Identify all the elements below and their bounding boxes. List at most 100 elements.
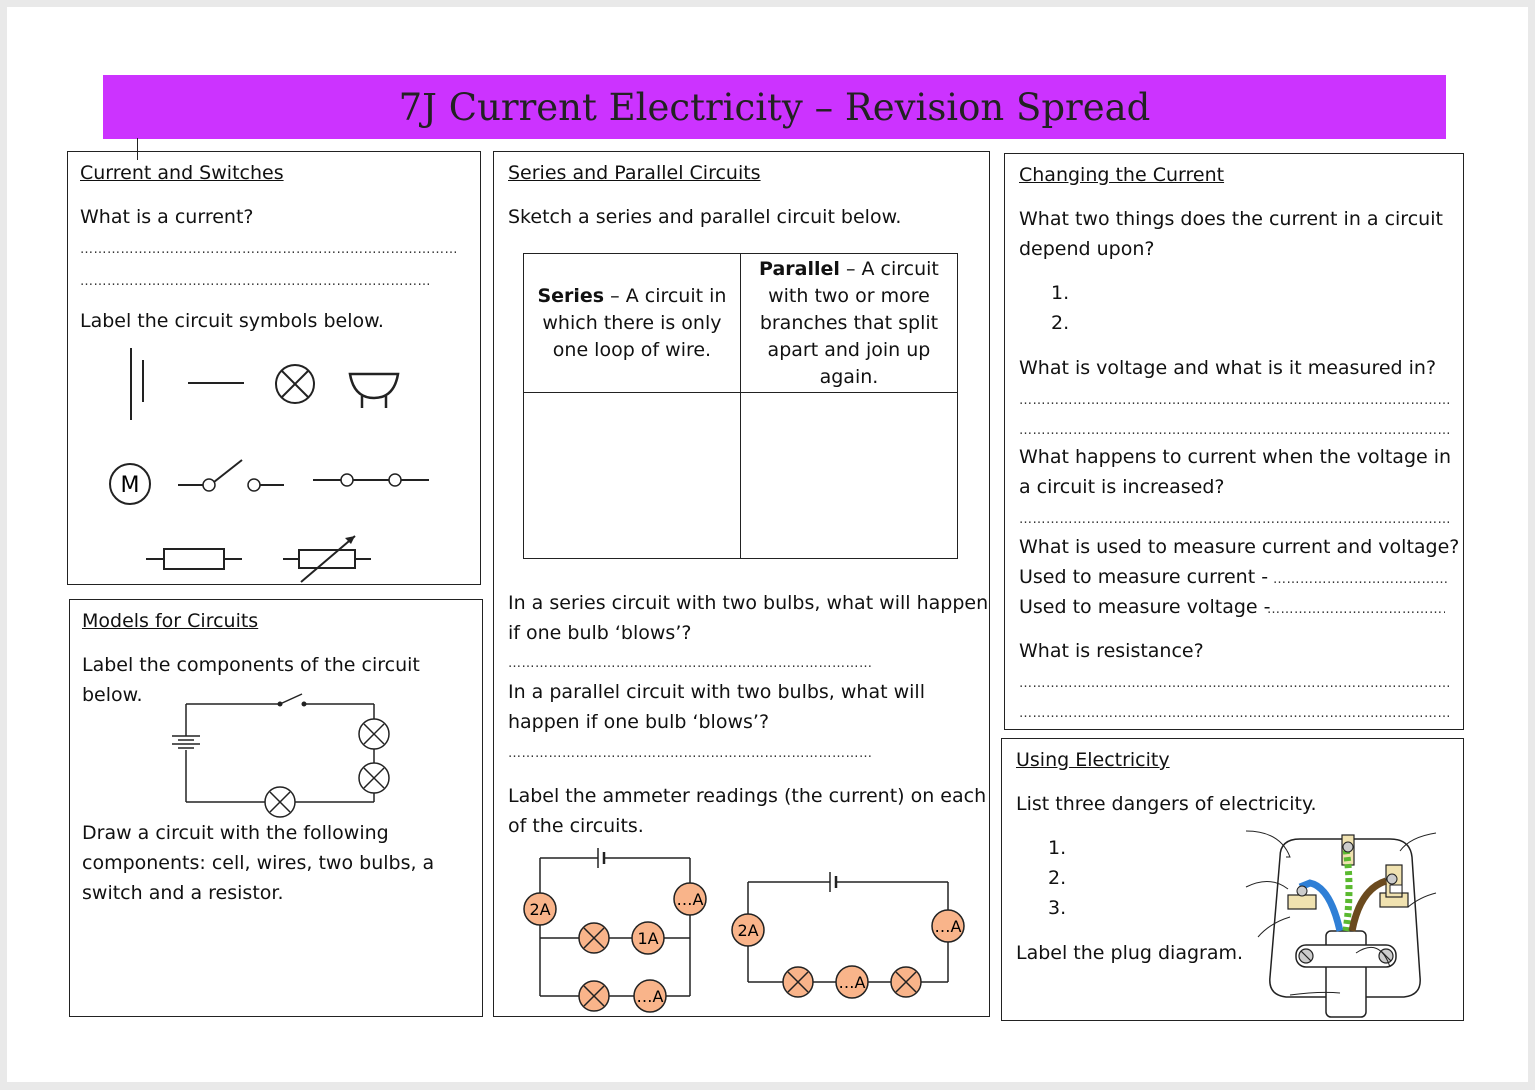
motor-letter: M	[121, 473, 140, 498]
ammeter-icon: …A	[835, 965, 869, 999]
bulb-icon	[275, 364, 315, 404]
question-text: What is voltage and what is it measured …	[1019, 357, 1437, 379]
bulb-icon	[358, 762, 390, 794]
list-number: 2.	[1051, 312, 1070, 334]
answer-line[interactable]: ……………………………………………………………………………………………………	[1019, 706, 1451, 721]
bulb-icon	[358, 718, 390, 750]
circuit-definitions-table: Series – A circuit in which there is onl…	[523, 253, 959, 559]
definition-text: – A circuit in	[604, 284, 727, 307]
question-text: Label the ammeter readings (the current)…	[508, 785, 987, 807]
parallel-sketch-area[interactable]	[739, 392, 959, 559]
worksheet-page: 7J Current Electricity – Revision Spread…	[7, 7, 1528, 1082]
panel-using-electricity: Using Electricity List three dangers of …	[1001, 738, 1464, 1021]
answer-line[interactable]: ……………………………………………………………………………………………………	[1019, 423, 1451, 438]
list-number: 1.	[1048, 837, 1067, 859]
question-text: What is resistance?	[1019, 640, 1204, 662]
list-number: 3.	[1048, 897, 1067, 919]
question-text: What is used to measure current and volt…	[1019, 536, 1460, 558]
definition-text: which there is only	[542, 311, 722, 334]
motor-icon: M	[109, 463, 151, 505]
parallel-ammeter-circuit: 2A …A 1A …A	[523, 848, 707, 1013]
definition-text: branches that split	[759, 311, 939, 334]
wire-icon	[188, 382, 244, 384]
answer-line[interactable]: ……………………………………………………………………………………………………	[1019, 676, 1451, 691]
panel-series-parallel: Series and Parallel Circuits Sketch a se…	[493, 151, 990, 1017]
section-heading: Models for Circuits	[82, 610, 259, 632]
bulb-icon	[578, 922, 610, 954]
answer-line[interactable]: ……………………………………………………………………………………………………	[80, 242, 458, 257]
resistor-icon	[146, 548, 242, 570]
list-number: 2.	[1048, 867, 1067, 889]
ammeter-reading[interactable]: …A	[677, 890, 704, 909]
bulb-icon	[890, 966, 922, 998]
definition-text: apart and join up	[767, 338, 931, 361]
question-text: Sketch a series and parallel circuit bel…	[508, 206, 902, 228]
question-text: What two things does the current in a ci…	[1019, 208, 1443, 230]
panel-models-circuits: Models for Circuits Label the components…	[69, 599, 483, 1017]
bulb-icon	[264, 786, 296, 818]
question-text: components: cell, wires, two bulbs, a	[82, 852, 435, 874]
definition-text: with two or more	[768, 284, 930, 307]
circuit-diagram	[172, 693, 390, 818]
neutral-wire	[1298, 879, 1344, 932]
answer-line[interactable]: ……………………………………………………………………………………………………	[1267, 602, 1445, 617]
question-text: Used to measure voltage -	[1019, 596, 1271, 618]
open-switch-icon	[178, 459, 284, 492]
bulb-icon	[782, 966, 814, 998]
list-number: 1.	[1051, 282, 1070, 304]
question-text: switch and a resistor.	[82, 882, 284, 904]
question-text: List three dangers of electricity.	[1016, 793, 1317, 815]
series-ammeter-circuit: 2A …A …A	[731, 872, 965, 999]
answer-line[interactable]: ……………………………………………………………………………………………………	[1019, 393, 1451, 408]
answer-line[interactable]: ……………………………………………………………………………………………………	[1273, 572, 1449, 587]
answer-line[interactable]: ……………………………………………………………………………………………………	[1019, 512, 1451, 527]
section-heading: Using Electricity	[1016, 749, 1170, 771]
definition-text: again.	[819, 365, 879, 388]
question-text: Label the components of the circuit	[82, 654, 420, 676]
series-sketch-area[interactable]	[523, 392, 741, 559]
section-heading: Series and Parallel Circuits	[508, 162, 761, 184]
question-text: happen if one bulb ‘blows’?	[508, 711, 770, 733]
ammeter-icon: …A	[673, 882, 707, 916]
parallel-term: Parallel	[759, 257, 840, 280]
live-wire	[1348, 877, 1388, 932]
answer-line[interactable]: ……………………………………………………………………………………………………	[508, 746, 874, 761]
question-text: What happens to current when the voltage…	[1019, 446, 1452, 468]
page-title: 7J Current Electricity – Revision Spread	[398, 85, 1151, 129]
ammeter-icon: …A	[633, 979, 667, 1013]
panel-current-switches: Current and Switches What is a current? …	[67, 151, 481, 585]
series-definition: Series – A circuit in which there is onl…	[523, 253, 741, 393]
ammeter-icon: 2A	[523, 892, 557, 926]
ammeter-reading: 1A	[637, 929, 658, 948]
panel-changing-current: Changing the Current What two things doe…	[1004, 153, 1464, 730]
question-text: below.	[82, 684, 143, 706]
ammeter-icon: …A	[931, 909, 965, 943]
definition-text: – A circuit	[839, 257, 939, 280]
question-text: Label the circuit symbols below.	[80, 310, 384, 332]
ammeter-reading[interactable]: …A	[935, 917, 962, 936]
plug-diagram	[1245, 830, 1437, 1018]
question-text: depend upon?	[1019, 238, 1155, 260]
battery-icon	[172, 735, 200, 749]
bulb-icon	[578, 980, 610, 1012]
question-text: of the circuits.	[508, 815, 644, 837]
answer-line[interactable]: ……………………………………………………………………………………………………	[80, 274, 432, 289]
question-text: Draw a circuit with the following	[82, 822, 389, 844]
ammeter-reading: 2A	[737, 921, 758, 940]
title-banner: 7J Current Electricity – Revision Spread	[103, 75, 1446, 139]
cell-icon	[130, 348, 144, 420]
divider	[137, 138, 138, 160]
question-text: What is a current?	[80, 206, 254, 228]
ammeter-icon: 2A	[731, 913, 765, 947]
ammeter-reading[interactable]: …A	[839, 973, 866, 992]
question-text: Label the plug diagram.	[1016, 942, 1244, 964]
section-heading: Changing the Current	[1019, 164, 1225, 186]
series-term: Series	[537, 284, 605, 307]
question-text: In a parallel circuit with two bulbs, wh…	[508, 681, 925, 703]
question-text: a circuit is increased?	[1019, 476, 1225, 498]
ammeter-reading[interactable]: …A	[637, 987, 664, 1006]
closed-switch-icon	[313, 473, 429, 487]
ammeter-reading: 2A	[529, 900, 550, 919]
answer-line[interactable]: ……………………………………………………………………………………………………	[508, 656, 874, 671]
question-text: In a series circuit with two bulbs, what…	[508, 592, 989, 614]
